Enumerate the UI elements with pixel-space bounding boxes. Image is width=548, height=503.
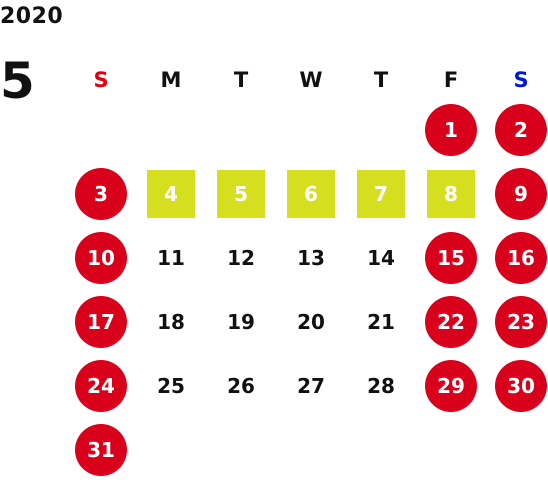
day-number: 29 — [425, 360, 477, 412]
day-number: 6 — [287, 170, 335, 218]
day-cell: 11 — [136, 226, 206, 290]
day-cell: 12 — [206, 226, 276, 290]
day-cell: 16 — [486, 226, 548, 290]
day-number: 30 — [495, 360, 547, 412]
day-cell: 20 — [276, 290, 346, 354]
weekday-friday: F — [443, 68, 459, 92]
day-number: 25 — [157, 374, 185, 398]
day-cell: 13 — [276, 226, 346, 290]
weekday-wednesday: W — [299, 68, 323, 92]
empty-day-cell — [486, 418, 548, 482]
day-number: 21 — [367, 310, 395, 334]
day-cell: 10 — [66, 226, 136, 290]
day-cell: 7 — [346, 162, 416, 226]
weekday-sunday: S — [93, 68, 109, 92]
day-number: 5 — [217, 170, 265, 218]
day-cell: 4 — [136, 162, 206, 226]
empty-day-cell — [346, 98, 416, 162]
day-cell: 18 — [136, 290, 206, 354]
day-number: 20 — [297, 310, 325, 334]
empty-day-cell — [206, 98, 276, 162]
weekday-monday: M — [160, 68, 182, 92]
day-number: 13 — [297, 246, 325, 270]
day-cell: 22 — [416, 290, 486, 354]
day-cell: 24 — [66, 354, 136, 418]
year-label: 2020 — [0, 4, 64, 29]
day-number: 8 — [427, 170, 475, 218]
day-number: 31 — [75, 424, 127, 476]
month-label: 5 — [0, 52, 35, 110]
day-cell: 26 — [206, 354, 276, 418]
day-cell: 5 — [206, 162, 276, 226]
day-number: 2 — [495, 104, 547, 156]
day-number: 18 — [157, 310, 185, 334]
weekday-thursday: T — [373, 68, 389, 92]
empty-day-cell — [346, 418, 416, 482]
day-cell: 14 — [346, 226, 416, 290]
day-cell: 28 — [346, 354, 416, 418]
day-number: 28 — [367, 374, 395, 398]
day-cell: 8 — [416, 162, 486, 226]
day-cell: 21 — [346, 290, 416, 354]
day-number: 27 — [297, 374, 325, 398]
day-cell: 6 — [276, 162, 346, 226]
empty-day-cell — [66, 98, 136, 162]
weekday-tuesday: T — [233, 68, 249, 92]
empty-day-cell — [136, 418, 206, 482]
day-cell: 19 — [206, 290, 276, 354]
day-number: 24 — [75, 360, 127, 412]
day-number: 1 — [425, 104, 477, 156]
day-cell: 27 — [276, 354, 346, 418]
day-cell: 31 — [66, 418, 136, 482]
day-cell: 2 — [486, 98, 548, 162]
day-cell: 29 — [416, 354, 486, 418]
day-cell: 23 — [486, 290, 548, 354]
day-cell: 17 — [66, 290, 136, 354]
day-number: 17 — [75, 296, 127, 348]
weekday-saturday: S — [513, 68, 529, 92]
day-number: 14 — [367, 246, 395, 270]
day-number: 10 — [75, 232, 127, 284]
day-cell: 15 — [416, 226, 486, 290]
empty-day-cell — [206, 418, 276, 482]
calendar-grid: S M T W T F S 1 2 3 4 5 6 7 8 9 10 11 12… — [66, 62, 548, 482]
empty-day-cell — [416, 418, 486, 482]
day-number: 22 — [425, 296, 477, 348]
day-number: 9 — [495, 168, 547, 220]
day-number: 4 — [147, 170, 195, 218]
empty-day-cell — [276, 98, 346, 162]
day-number: 11 — [157, 246, 185, 270]
day-number: 7 — [357, 170, 405, 218]
day-cell: 25 — [136, 354, 206, 418]
day-number: 15 — [425, 232, 477, 284]
day-cell: 9 — [486, 162, 548, 226]
day-cell: 30 — [486, 354, 548, 418]
day-number: 23 — [495, 296, 547, 348]
day-number: 3 — [75, 168, 127, 220]
day-number: 16 — [495, 232, 547, 284]
day-number: 26 — [227, 374, 255, 398]
day-cell: 1 — [416, 98, 486, 162]
day-number: 19 — [227, 310, 255, 334]
empty-day-cell — [276, 418, 346, 482]
empty-day-cell — [136, 98, 206, 162]
day-number: 12 — [227, 246, 255, 270]
day-cell: 3 — [66, 162, 136, 226]
